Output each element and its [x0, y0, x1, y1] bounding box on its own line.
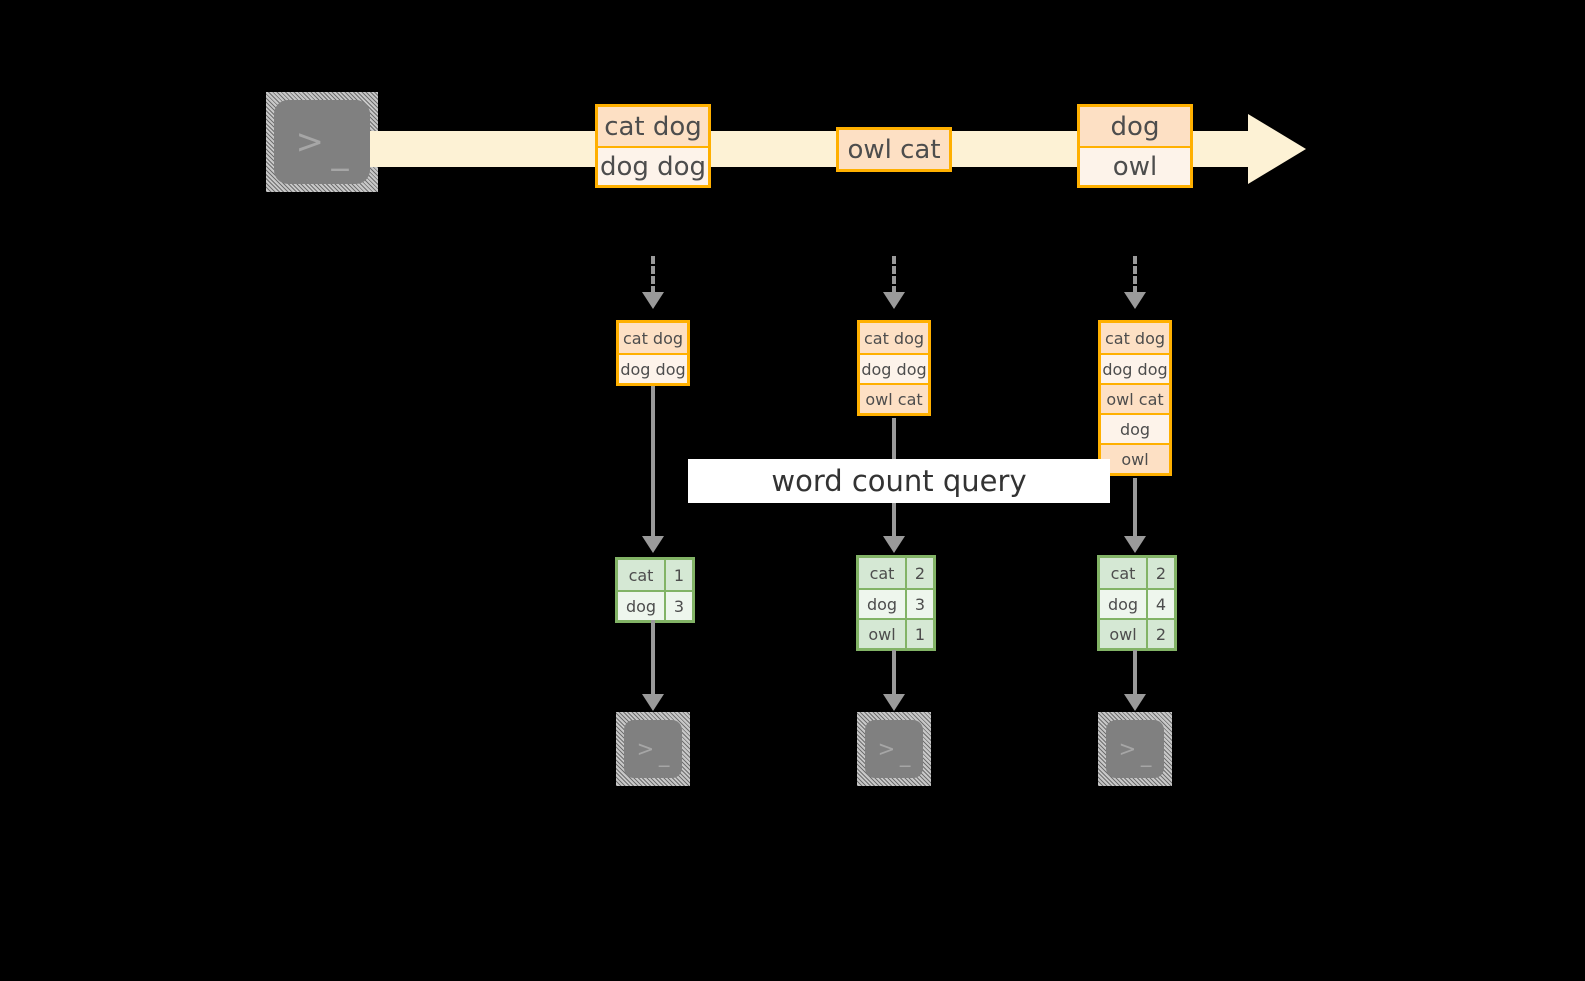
input-table-row: owl cat [860, 383, 928, 413]
prompt-underscore-icon: _ [1140, 742, 1152, 767]
input-table-row: dog dog [619, 353, 687, 383]
result-word: cat [618, 560, 664, 590]
source-terminal-icon: > _ [266, 92, 378, 192]
table-row: dog 3 [618, 590, 692, 620]
prompt-underscore-icon: _ [331, 132, 349, 173]
projection-arrowhead-1-icon [642, 292, 664, 309]
projection-line-2 [892, 256, 896, 294]
input-table-row: cat dog [619, 323, 687, 353]
query-arrowhead-3-icon [1124, 536, 1146, 553]
sink-terminal-icon-1: > _ [616, 712, 690, 786]
input-table-row: owl cat [1101, 383, 1169, 413]
query-banner [688, 459, 1110, 503]
prompt-chevron-icon: > [636, 736, 655, 761]
sink-terminal-icon-2: > _ [857, 712, 931, 786]
stream-record-group-3: dog owl [1077, 104, 1193, 188]
result-count: 2 [905, 558, 933, 588]
terminal-prompt: > _ [1106, 720, 1164, 778]
result-table-3: cat 2 dog 4 owl 2 [1097, 555, 1177, 651]
input-table-row: dog [1101, 413, 1169, 443]
sink-terminal-icon-3: > _ [1098, 712, 1172, 786]
terminal-prompt: > _ [865, 720, 923, 778]
result-count: 3 [905, 590, 933, 618]
input-table-1: cat dog dog dog [616, 320, 690, 386]
terminal-screen [624, 720, 682, 778]
result-word: dog [859, 590, 905, 618]
result-word: dog [1100, 590, 1146, 618]
terminal-screen [865, 720, 923, 778]
table-row: dog 4 [1100, 588, 1174, 618]
input-table-3: cat dog dog dog owl cat dog owl [1098, 320, 1172, 476]
query-line-3 [1133, 478, 1137, 538]
projection-arrowhead-2-icon [883, 292, 905, 309]
sink-line-3 [1133, 650, 1137, 696]
table-row: dog 3 [859, 588, 933, 618]
event-stream-arrowhead-icon [1248, 114, 1306, 184]
query-line-1 [651, 386, 655, 538]
stream-record: owl [1080, 146, 1190, 185]
input-table-row: dog dog [860, 353, 928, 383]
sink-arrowhead-2-icon [883, 694, 905, 711]
input-table-row: owl [1101, 443, 1169, 473]
result-word: cat [1100, 558, 1146, 588]
terminal-screen [1106, 720, 1164, 778]
stream-record: dog dog [598, 146, 708, 185]
prompt-chevron-icon: > [877, 736, 896, 761]
result-count: 1 [905, 620, 933, 648]
result-word: cat [859, 558, 905, 588]
query-arrowhead-1-icon [642, 536, 664, 553]
sink-arrowhead-1-icon [642, 694, 664, 711]
terminal-screen [274, 100, 370, 184]
result-count: 3 [664, 592, 692, 620]
table-row: cat 1 [618, 560, 692, 590]
projection-line-1 [651, 256, 655, 294]
result-table-1: cat 1 dog 3 [615, 557, 695, 623]
result-count: 2 [1146, 558, 1174, 588]
stream-record-group-2: owl cat [836, 127, 952, 172]
prompt-chevron-icon: > [295, 122, 325, 162]
sink-line-1 [651, 620, 655, 696]
query-arrowhead-2-icon [883, 536, 905, 553]
table-row: owl 2 [1100, 618, 1174, 648]
input-table-row: dog dog [1101, 353, 1169, 383]
terminal-prompt: > _ [624, 720, 682, 778]
query-label: word count query [771, 464, 1027, 498]
stream-record: owl cat [839, 130, 949, 169]
table-row: cat 2 [859, 558, 933, 588]
result-count: 2 [1146, 620, 1174, 648]
stream-record: dog [1080, 107, 1190, 146]
stream-record: cat dog [598, 107, 708, 146]
result-word: owl [1100, 620, 1146, 648]
sink-line-2 [892, 650, 896, 696]
sink-arrowhead-3-icon [1124, 694, 1146, 711]
result-word: owl [859, 620, 905, 648]
result-word: dog [618, 592, 664, 620]
terminal-prompt: > _ [274, 100, 370, 184]
projection-arrowhead-3-icon [1124, 292, 1146, 309]
prompt-underscore-icon: _ [899, 742, 911, 767]
input-table-row: cat dog [1101, 323, 1169, 353]
result-count: 1 [664, 560, 692, 590]
result-count: 4 [1146, 590, 1174, 618]
table-row: cat 2 [1100, 558, 1174, 588]
result-table-2: cat 2 dog 3 owl 1 [856, 555, 936, 651]
input-table-row: cat dog [860, 323, 928, 353]
table-row: owl 1 [859, 618, 933, 648]
prompt-chevron-icon: > [1118, 736, 1137, 761]
prompt-underscore-icon: _ [658, 742, 670, 767]
stream-record-group-1: cat dog dog dog [595, 104, 711, 188]
input-table-2: cat dog dog dog owl cat [857, 320, 931, 416]
projection-line-3 [1133, 256, 1137, 294]
